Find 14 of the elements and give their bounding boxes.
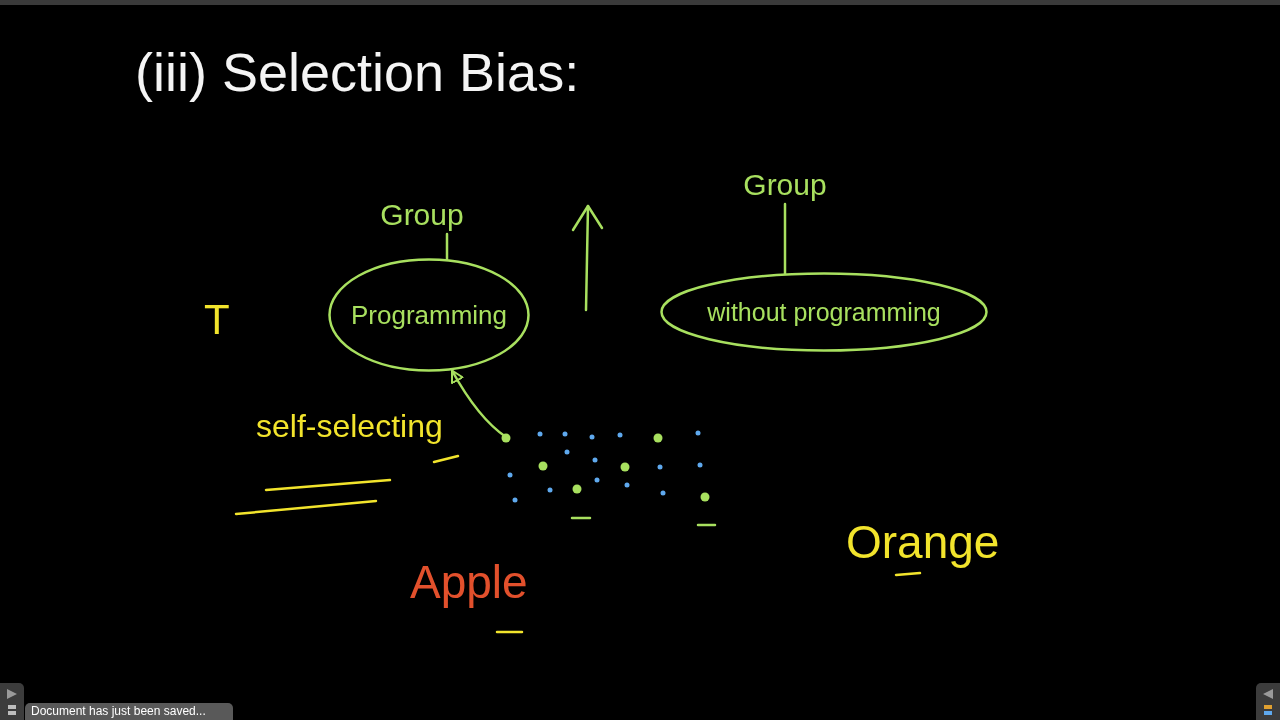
group-label: Group — [370, 196, 474, 234]
ellipse-outline — [660, 272, 988, 352]
word-label: Apple — [410, 556, 528, 609]
letter-label: T — [204, 296, 230, 344]
ellipse-outline — [328, 258, 530, 372]
group-label: Group — [733, 166, 837, 204]
annotation-text: self-selecting — [256, 408, 443, 445]
leader-line — [445, 232, 449, 261]
leader-line — [783, 202, 787, 275]
word-label: Orange — [846, 516, 1000, 569]
node-label: without programming — [707, 297, 941, 327]
status-toast: Document has just been saved... — [25, 703, 233, 720]
title: (iii) Selection Bias: — [135, 41, 580, 104]
node-label: Programming — [350, 299, 508, 331]
